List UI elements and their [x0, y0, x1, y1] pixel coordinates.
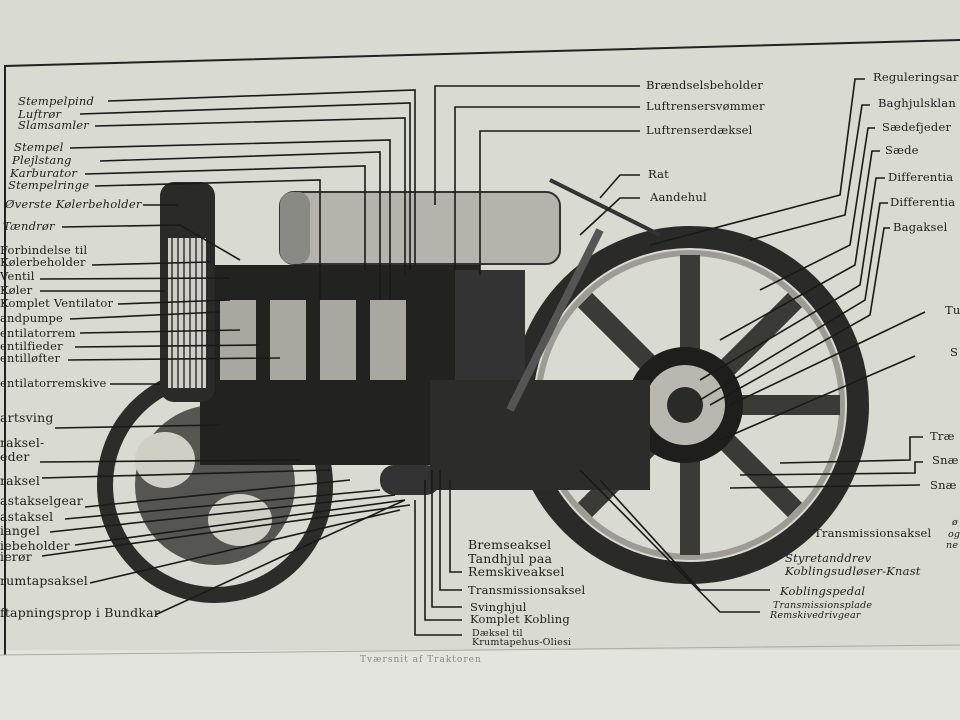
label-bagaksel: Bagaksel [893, 220, 948, 234]
label-daeksel-til: Dæksel til [472, 628, 523, 639]
label-trae: Træ [930, 429, 955, 443]
label-snaek-2: Snæ [930, 478, 957, 492]
label-svinghjul: Svinghjul [470, 600, 527, 614]
label-transmissionsplade: Transmissionsplade [773, 600, 873, 611]
label-plejlstang: Plejlstang [12, 153, 72, 167]
label-kolerbeholder: Kølerbeholder [0, 255, 86, 269]
label-koblingspedal: Koblingspedal [780, 584, 866, 598]
label-aftapningsprop: ftapningsprop i Bundkar [0, 605, 160, 620]
label-aandehul: Aandehul [650, 190, 707, 204]
label-reguleringsarm: Reguleringsar [873, 70, 959, 84]
label-olieror: ierør [0, 549, 32, 564]
label-bremseaksel: Bremseaksel [468, 537, 552, 552]
label-kastakselgear: astakselgear [0, 493, 83, 508]
fragment-1: ø [952, 517, 958, 528]
label-krumtaphus-oliesi: Krumtapehus-Oliesi [472, 637, 572, 648]
label-ventilatorremskive: entilatorremskive [0, 376, 107, 390]
fuel-tank [279, 191, 561, 265]
label-luftrenserdaeksel: Luftrenserdæksel [646, 123, 753, 137]
label-forbindelse-til: Forbindelse til [0, 243, 88, 257]
label-stempelringe: Stempelringe [8, 178, 90, 192]
label-komplet-kobling: Komplet Kobling [470, 612, 570, 626]
label-braendselsbeholder: Brændselsbeholder [646, 78, 764, 92]
label-stempelpind: Stempelpind [18, 94, 95, 108]
fragment-2: og [948, 529, 960, 540]
label-ventilofter: entilløfter [0, 351, 61, 365]
label-krumtapsaksel: rumtapsaksel [0, 573, 89, 588]
cylinders [220, 300, 406, 380]
label-saedefjeder: Sædefjeder [882, 120, 952, 134]
label-s: S [950, 345, 959, 359]
label-baghjulsklampe: Baghjulsklan [878, 96, 956, 110]
label-startsving: artsving [0, 410, 54, 425]
label-komplet-ventilator: Komplet Ventilator [0, 296, 114, 310]
leader-lines [39, 78, 926, 636]
label-styretanddrev: Styretanddrev [785, 551, 872, 565]
label-saede: Sæde [885, 143, 919, 157]
label-taendror: Tændrør [3, 219, 55, 233]
frame-border [4, 39, 960, 655]
label-koblingsudloser-knast: Koblingsudløser-Knast [785, 564, 921, 578]
label-oliebeholder: iebeholder [0, 538, 70, 553]
label-differential-2: Differentia [890, 195, 956, 209]
transmission-housing [430, 380, 650, 490]
label-foraksel: raksel- [0, 435, 45, 450]
label-remskiveaksel: Remskiveaksel [468, 564, 565, 579]
label-triangel: iangel [0, 523, 41, 538]
label-tu: Tu [945, 303, 960, 317]
label-kastaksel: astaksel [0, 509, 54, 524]
underlying-page [0, 650, 960, 720]
label-ventilatorrem: entilatorrem [0, 326, 76, 340]
label-stempel: Stempel [14, 140, 64, 154]
label-rat: Rat [648, 167, 670, 181]
steering-column [506, 228, 604, 412]
label-slamsamler: Slamsamler [18, 118, 89, 132]
label-snaek-1: Snæ [932, 453, 959, 467]
fragment-3: ne [946, 540, 959, 551]
page-edge [0, 644, 960, 656]
label-tandhjul-paa: Tandhjul paa [468, 551, 553, 566]
label-koler: Køler [0, 283, 33, 297]
radiator [160, 182, 215, 402]
caption: Tværsnit af Traktoren [360, 655, 482, 665]
label-remskivedrivgear: Remskivedrivgear [770, 610, 861, 621]
label-handpumpe: andpumpe [0, 311, 64, 325]
label-overste-kolerbeholder: Øverste Kølerbeholder [5, 197, 142, 211]
air-cleaner [455, 270, 525, 380]
label-luftror: Luftrør [18, 107, 62, 121]
label-ventil: Ventil [0, 269, 35, 283]
label-fjeder: eder [0, 449, 30, 464]
label-aksel: raksel [0, 473, 41, 488]
label-transmissionsaksel-bottom: Transmissionsaksel [468, 583, 586, 597]
steering-wheel [549, 178, 661, 237]
label-karburator: Karburator [10, 166, 78, 180]
label-ventilfjeder: entilfieder [0, 339, 63, 353]
label-transmissionsaksel-right: Transmissionsaksel [814, 526, 932, 540]
label-luftrensersvommer: Luftrensersvømmer [646, 99, 765, 113]
label-differential-1: Differentia [888, 170, 954, 184]
